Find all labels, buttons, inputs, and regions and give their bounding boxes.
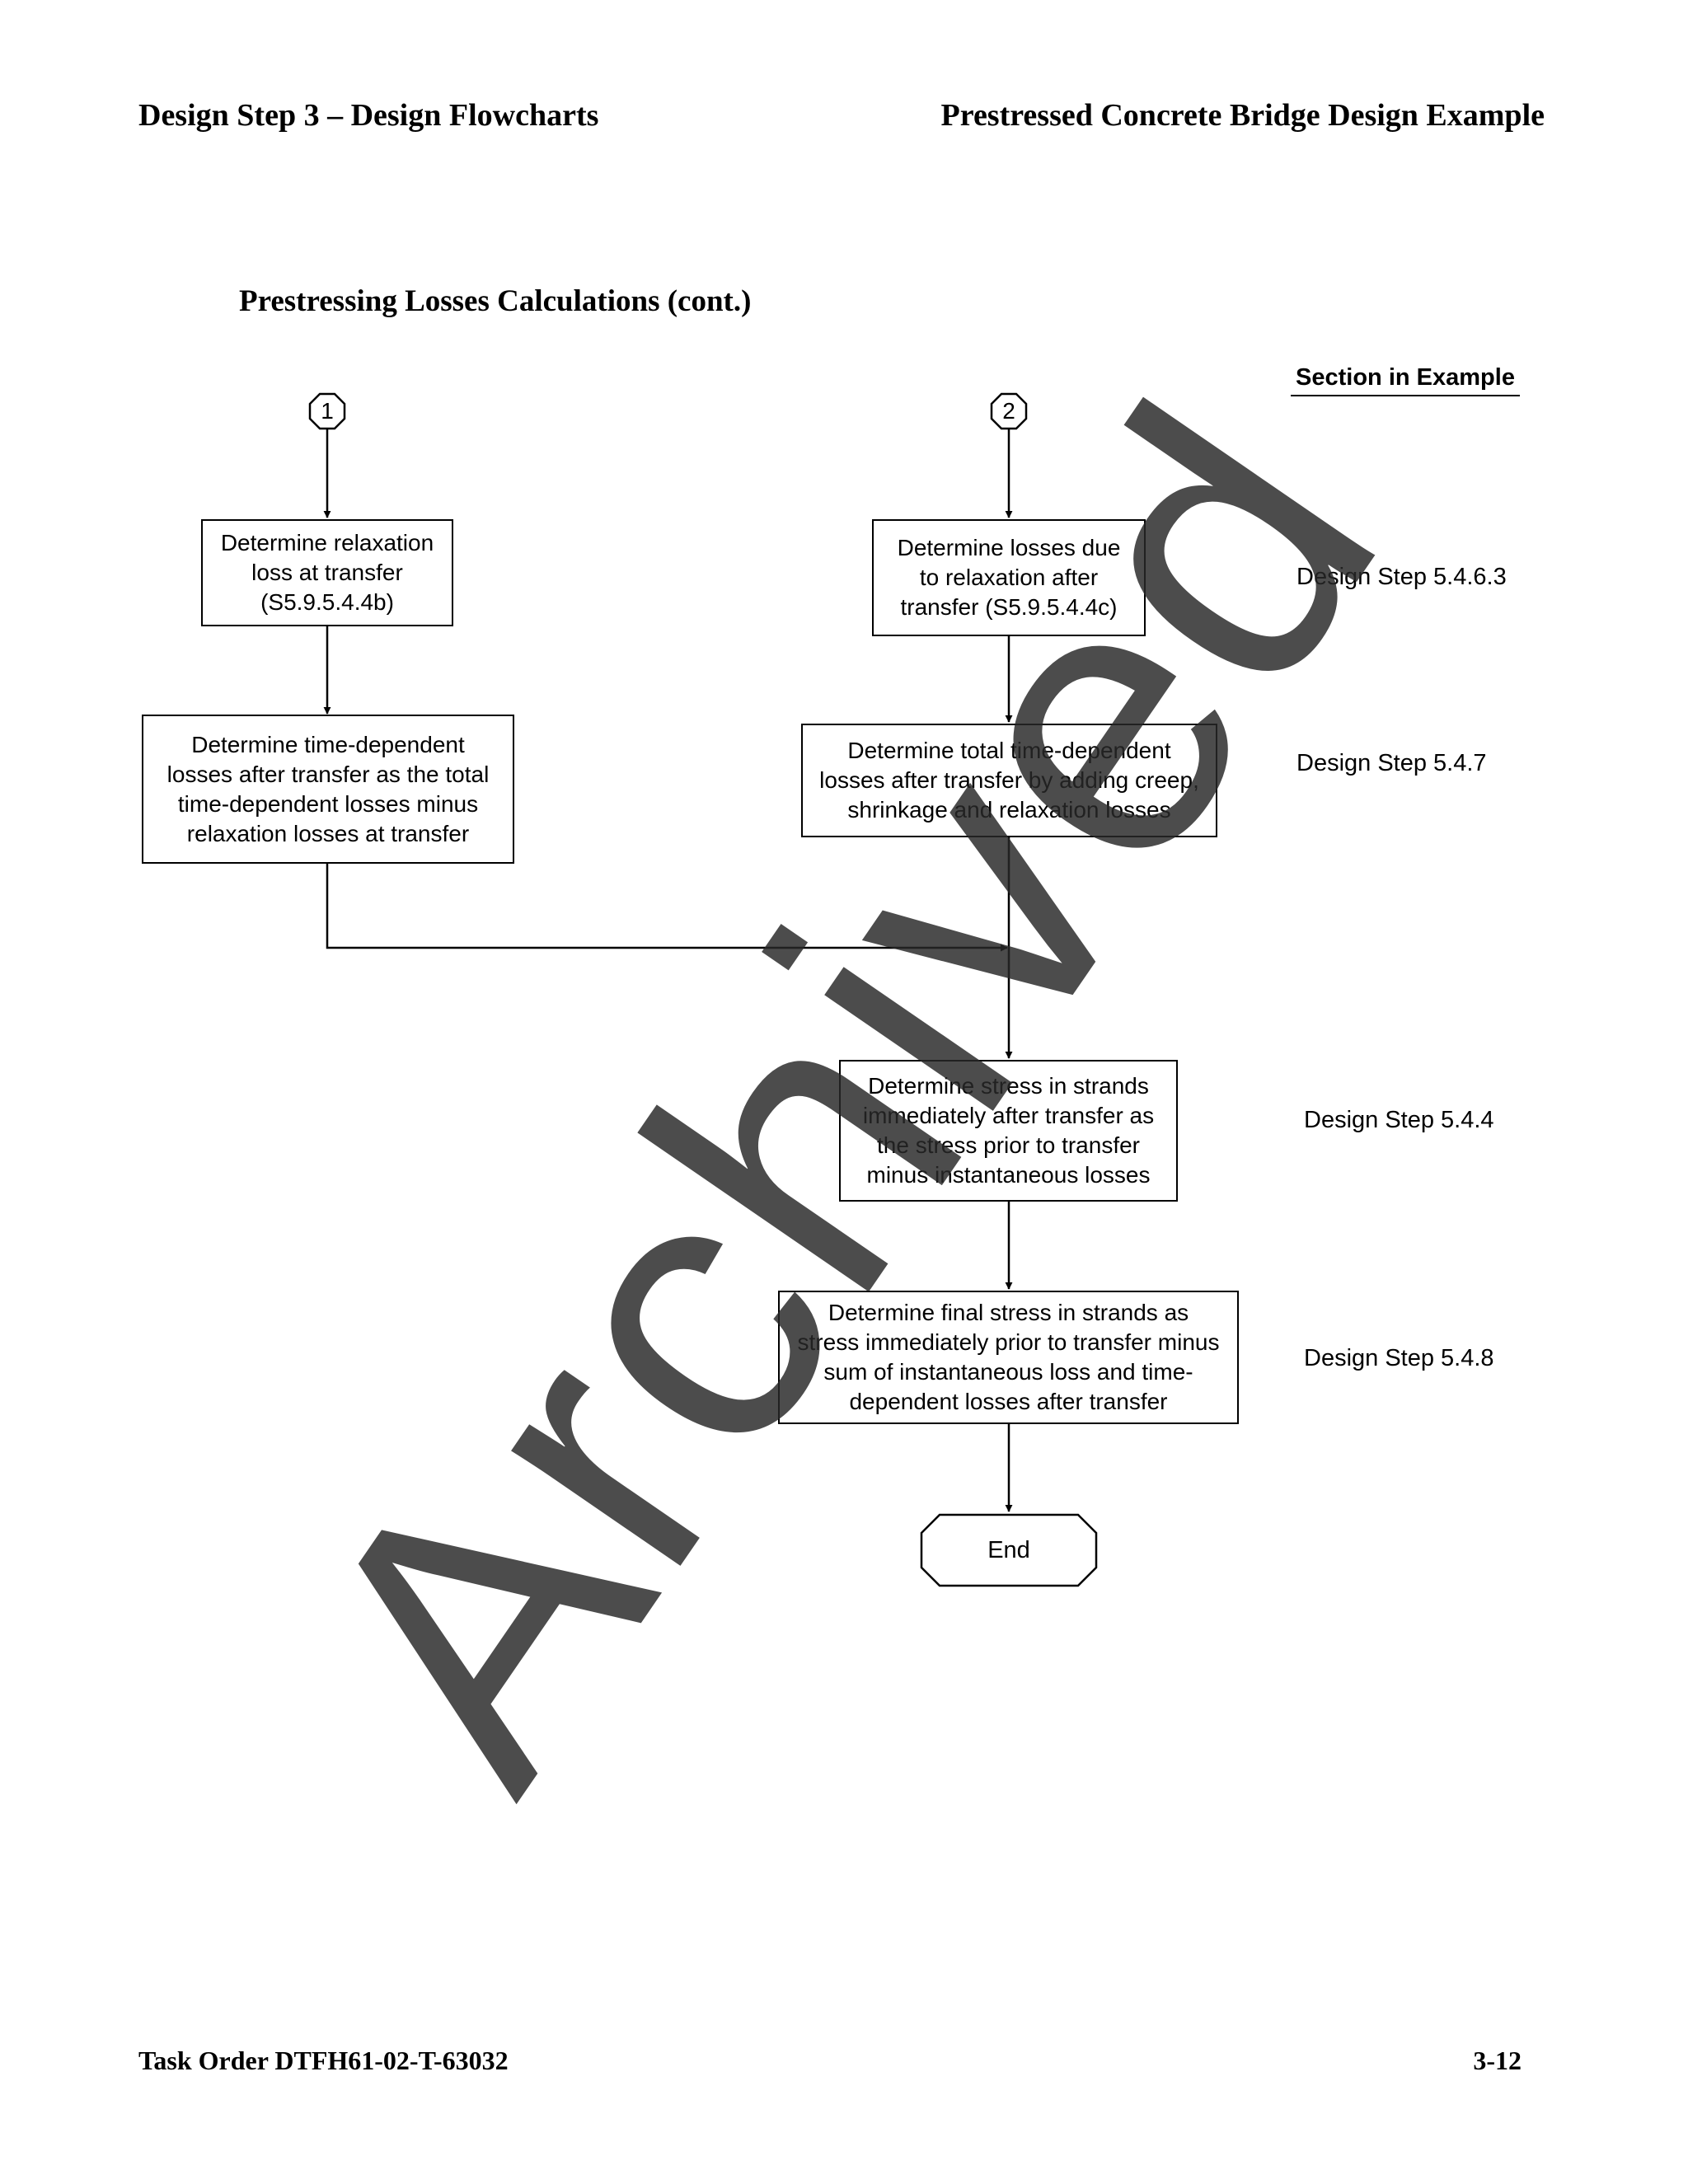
connector-2-label: 2 [1002,398,1015,424]
connector-1-label: 1 [321,398,334,424]
end-terminator-label: End [987,1536,1030,1563]
box-relaxation-loss-at-transfer: Determine relaxation loss at transfer (S… [201,519,453,626]
box-time-dependent-losses: Determine time-dependent losses after tr… [142,715,514,864]
box-stress-after-transfer: Determine stress in strands immediately … [839,1060,1178,1202]
flowchart-subtitle: Prestressing Losses Calculations (cont.) [239,284,752,318]
end-terminator-shape [920,1513,1098,1587]
header-left: Design Step 3 – Design Flowcharts [138,98,599,133]
reference-5-4-4: Design Step 5.4.4 [1304,1107,1494,1133]
reference-5-4-8: Design Step 5.4.8 [1304,1345,1494,1371]
box-total-time-dependent-losses: Determine total time-dependent losses af… [801,724,1217,837]
connector-1-shape [308,392,346,430]
footer-page-number: 3-12 [1473,2046,1522,2075]
section-in-example-heading: Section in Example [1291,364,1520,396]
reference-5-4-6-3: Design Step 5.4.6.3 [1296,564,1507,590]
box-final-stress: Determine final stress in strands as str… [778,1291,1239,1424]
box-relaxation-after-transfer: Determine losses due to relaxation after… [872,519,1146,636]
footer-task-order: Task Order DTFH61-02-T-63032 [138,2046,509,2075]
arrow-timedep-to-merge [326,864,1008,952]
header-right: Prestressed Concrete Bridge Design Examp… [940,98,1545,133]
connector-2-shape [990,392,1028,430]
reference-5-4-7: Design Step 5.4.7 [1296,750,1487,776]
